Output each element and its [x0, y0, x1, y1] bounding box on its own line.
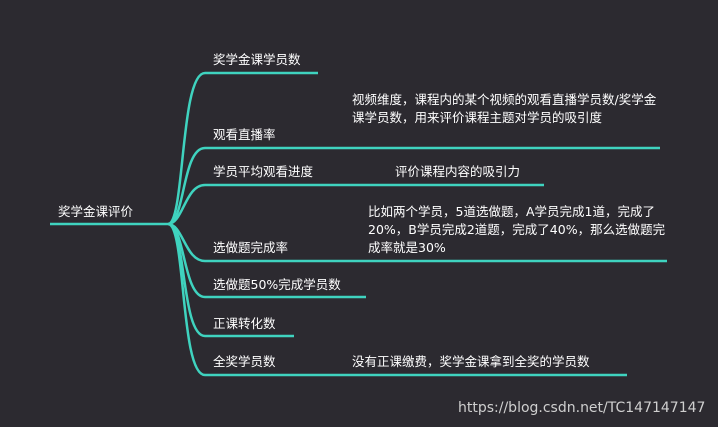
branch-label-1: 奖学金课学员数: [213, 52, 301, 67]
branch-label-5: 选做题50%完成学员数: [213, 277, 341, 292]
root-node: 奖学金课评价: [58, 204, 134, 219]
connector-3: [167, 183, 206, 226]
watermark: https://blog.csdn.net/TC147147147: [458, 400, 706, 416]
branch-note-3: 评价课程内容的吸引力: [395, 164, 521, 179]
branch-note-2: 视频维度，课程内的某个视频的观看直播学员数/奖学金课学员数，用来评价课程主题对学…: [352, 92, 657, 125]
branch-label-6: 正课转化数: [213, 316, 276, 331]
branch-label-4: 选做题完成率: [213, 240, 289, 255]
branch-note-7: 没有正课缴费，奖学金课拿到全奖的学员数: [352, 354, 590, 369]
branch-label-2: 观看直播率: [213, 127, 276, 142]
connector-1: [167, 71, 206, 226]
branch-label-7: 全奖学员数: [213, 354, 276, 369]
branch-label-3: 学员平均观看进度: [213, 164, 314, 179]
connector-7: [167, 222, 206, 377]
branch-note-4: 比如两个学员，5道选做题，A学员完成1道，完成了20%，B学员完成2道题，完成了…: [368, 204, 666, 255]
